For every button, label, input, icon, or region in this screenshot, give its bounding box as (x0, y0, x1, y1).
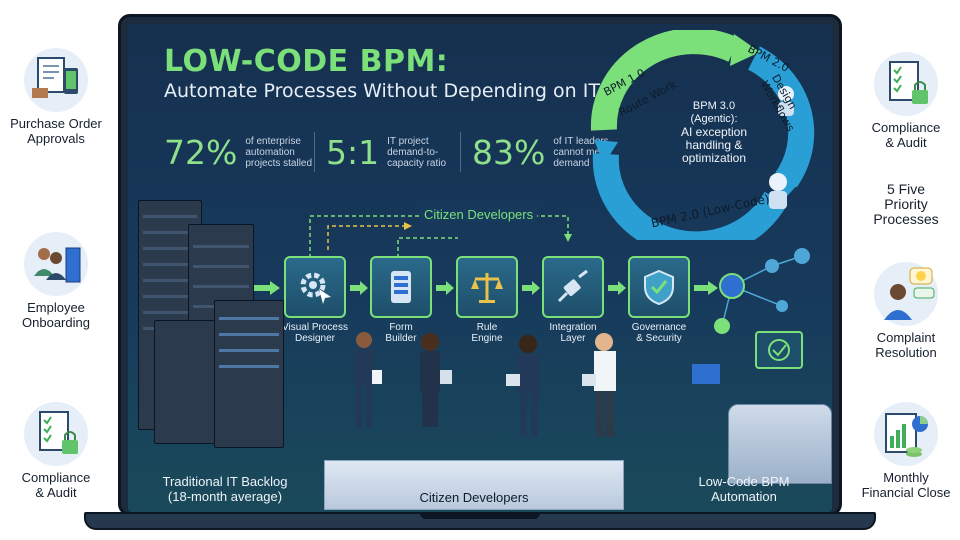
robot-icon (778, 86, 794, 116)
employees-binder-icon (24, 232, 88, 296)
flow-arrows (252, 281, 718, 295)
shield-check-icon (644, 269, 674, 306)
automation-network (692, 248, 810, 384)
left-item-purchase-order: Purchase Order Approvals (6, 48, 106, 146)
folder-icon (692, 364, 720, 384)
checklist-lock-icon (874, 52, 938, 116)
left-item-label: Purchase Order Approvals (10, 116, 102, 146)
stat-divider (314, 132, 315, 172)
stat-text: of IT leaders cannot meet demand (553, 135, 609, 169)
server-rack (154, 320, 218, 444)
right-item-compliance: Compliance & Audit (856, 52, 956, 150)
cycle-arc-bpm1 (590, 30, 740, 131)
left-item-employee-onboarding: Employee Onboarding (6, 232, 106, 330)
bpm3-desc: AI exception handling & optimization (680, 125, 748, 165)
bpm3-title: BPM 3.0 (692, 100, 736, 112)
step-form-builder (370, 256, 432, 318)
cycle-arc-bpm2 (747, 46, 815, 188)
step-label: Governance & Security (631, 322, 687, 344)
right-item-label: Complaint Resolution (875, 330, 937, 360)
stat-text: IT project demand-to- capacity ratio (387, 135, 447, 169)
right-item-complaint: Complaint Resolution (856, 262, 956, 360)
priority-processes-heading: 5 Five Priority Processes (873, 181, 939, 227)
stat-divider (460, 132, 461, 172)
person-figure (354, 332, 616, 437)
person-1 (354, 332, 382, 428)
bpm3-center: BPM 3.0 (Agentic): AI exception handling… (654, 100, 774, 165)
stat-value: 5:1 (326, 132, 380, 172)
stat-stalled: 72% of enterprise automation projects st… (164, 132, 312, 172)
step-integration-layer (542, 256, 604, 318)
stat-ratio: 5:1 IT project demand-to- capacity ratio (326, 132, 446, 172)
step-label: Visual Process Designer (282, 322, 348, 344)
laptop-notch (420, 512, 540, 519)
laptop-screen: LOW-CODE BPM: Automate Processes Without… (128, 24, 832, 512)
purchase-order-icon (24, 48, 88, 112)
plug-icon (557, 269, 588, 303)
stat-leaders: 83% of IT leaders cannot meet demand (472, 132, 609, 172)
bpm-cycle-diagram (590, 30, 815, 240)
page-subtitle: Automate Processes Without Depending on … (164, 80, 600, 102)
step-rule-engine (456, 256, 518, 318)
check-monitor-icon (755, 331, 803, 369)
left-item-label: Compliance & Audit (21, 470, 91, 500)
label-low-code-automation: Low-Code BPM Automation (698, 474, 790, 504)
step-visual-process-designer (284, 256, 346, 318)
right-item-label: Compliance & Audit (871, 120, 941, 150)
right-item-financial-close: Monthly Financial Close (856, 402, 956, 500)
left-item-label: Employee Onboarding (22, 300, 90, 330)
database-icon (719, 273, 745, 299)
right-item-label: Monthly Financial Close (861, 470, 951, 500)
scales-icon (471, 273, 503, 303)
financial-report-icon (874, 402, 938, 466)
person-4 (582, 333, 616, 437)
person-3 (506, 335, 540, 437)
step-label: Rule Engine (471, 322, 503, 344)
step-label: Form Builder (385, 322, 417, 344)
stat-value: 83% (472, 132, 546, 172)
support-agent-icon (874, 262, 938, 326)
left-item-compliance: Compliance & Audit (6, 402, 106, 500)
person-2 (420, 333, 452, 427)
checklist-lock-icon (24, 402, 88, 466)
gear-cursor-icon (300, 272, 331, 304)
automation-machine (728, 404, 832, 484)
label-citizen-developers: Citizen Developers (419, 490, 529, 505)
bpm3-subtitle: (Agentic): (690, 113, 738, 125)
robot-icon (769, 173, 787, 209)
right-heading: 5 Five Priority Processes (856, 182, 956, 227)
server-rack (214, 300, 284, 448)
form-phone-icon (391, 271, 411, 303)
step-governance-security (628, 256, 690, 318)
stage-platform (324, 460, 624, 510)
citizen-developers-top-label: Citizen Developers (420, 207, 538, 222)
page-title: LOW-CODE BPM: (164, 44, 449, 79)
step-label: Integration Layer (549, 322, 597, 344)
label-traditional-it: Traditional IT Backlog (18-month average… (162, 474, 288, 504)
stat-value: 72% (164, 132, 238, 172)
stat-text: of enterprise automation projects stalle… (245, 135, 313, 169)
cycle-arc-lowcode (592, 153, 788, 240)
